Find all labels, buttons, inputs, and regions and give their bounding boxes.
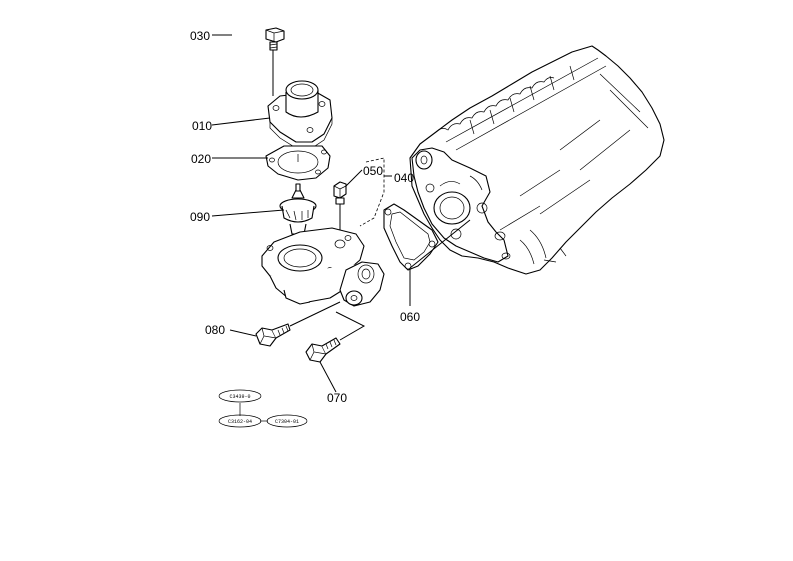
part-label-080: 080: [205, 323, 225, 337]
part-label-040: 040: [394, 171, 414, 185]
code-oval-right: [266, 414, 308, 428]
part-label-050: 050: [363, 164, 383, 178]
gasket-020: [265, 145, 331, 181]
plug-050: [333, 181, 347, 205]
code-oval-top: [218, 389, 262, 403]
code-label-right: C7304-01: [275, 419, 299, 425]
bolt-070-axis: [335, 311, 366, 341]
part-label-030: 030: [190, 29, 210, 43]
thermostat-090: [279, 183, 317, 235]
part-label-060: 060: [400, 310, 420, 324]
part-label-020: 020: [191, 152, 211, 166]
reference-codes: C3439-0 C3162-04 C7304-01: [218, 389, 308, 428]
bolt-070: [305, 337, 341, 363]
bolt-080: [255, 323, 291, 347]
group-040-bracket: [359, 157, 392, 227]
thermostat-cover-010: [267, 80, 333, 149]
leader-lines: [211, 34, 471, 393]
cylinder-head-block: [409, 45, 665, 275]
code-label-top: C3439-0: [229, 394, 250, 400]
code-oval-left: [218, 414, 262, 428]
part-label-070: 070: [327, 391, 347, 405]
part-label-010: 010: [192, 119, 212, 133]
gasket-060: [383, 203, 439, 271]
thermostat-housing: [261, 227, 385, 307]
code-label-left: C3162-04: [228, 419, 252, 425]
bolt-080-axis: [289, 301, 341, 327]
part-label-090: 090: [190, 210, 210, 224]
bolt-030: [265, 27, 285, 51]
